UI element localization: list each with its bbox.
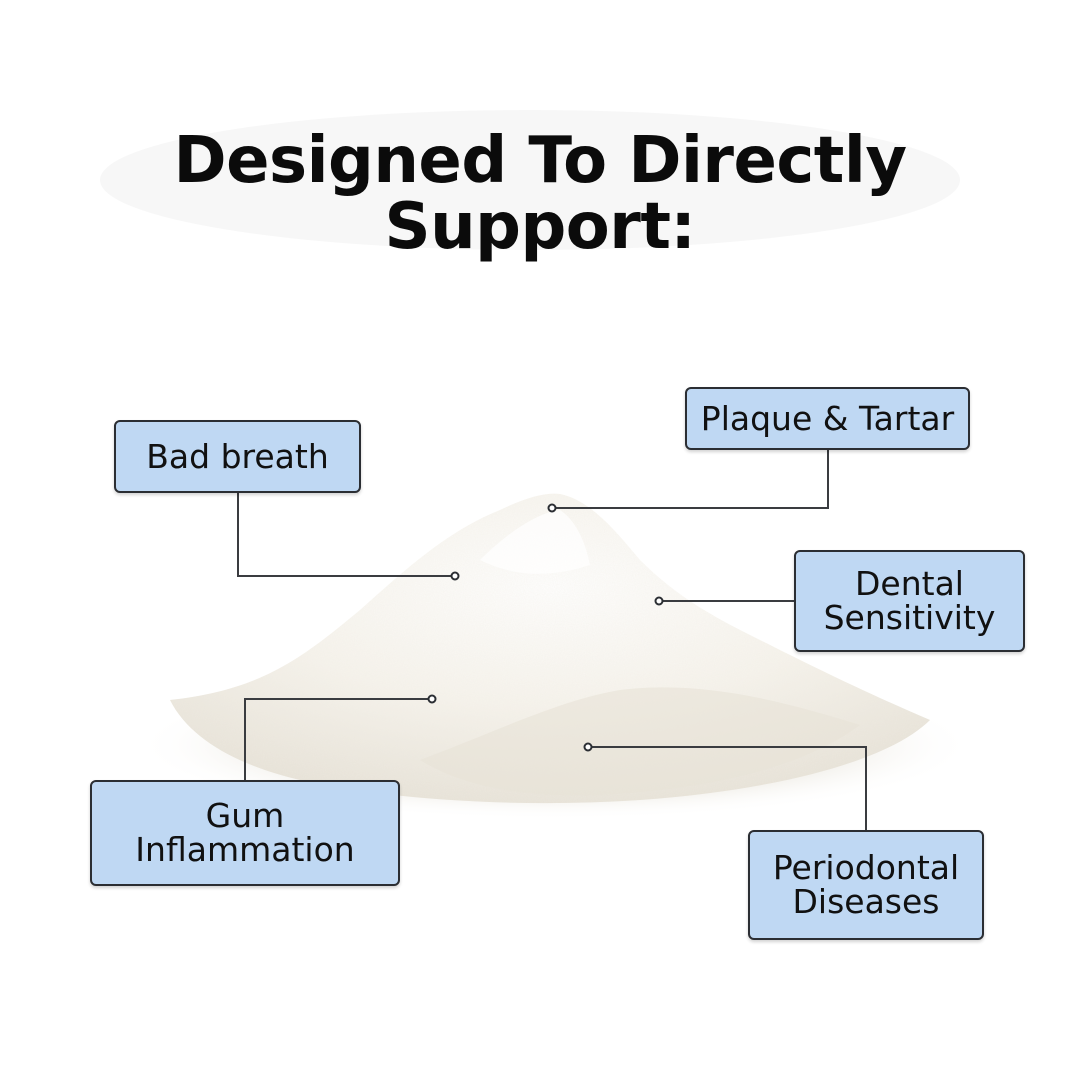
callout-plaque-tartar: Plaque & Tartar [685,387,970,450]
callout-bad-breath: Bad breath [114,420,361,493]
leader-gum-inflammation [244,698,432,780]
callout-gum-inflammation: Gum Inflammation [90,780,400,886]
callout-label-line-1: Dental [855,564,964,603]
leader-periodontal [588,746,867,830]
dot-periodontal [583,742,593,752]
dot-bad-breath [450,571,460,581]
callout-label-line-1: Periodontal [772,848,960,887]
page-title: Designed To Directly Support: [0,128,1080,260]
callout-dental-sensitivity: Dental Sensitivity [794,550,1025,652]
title-line-1: Designed To Directly [173,124,907,198]
leader-lines [237,450,867,830]
title-line-2: Support: [384,190,697,264]
powder-highlight [480,510,590,574]
callout-label-line-2: Inflammation [135,830,355,869]
callout-label-line-2: Sensitivity [823,598,996,637]
leader-bad-breath [237,493,455,577]
callout-label-line-2: Diseases [792,882,940,921]
leader-dots [427,503,664,752]
callout-label: Bad breath [146,436,329,476]
leader-plaque-tartar [552,450,829,509]
callout-label-line-1: Gum [205,796,285,835]
dot-dental-sensitivity [654,596,664,606]
powder-shadow [420,687,860,796]
dot-plaque-tartar [547,503,557,513]
title-haze [100,110,960,250]
dot-gum-inflammation [427,694,437,704]
callout-label: Plaque & Tartar [700,398,955,438]
callout-periodontal-diseases: Periodontal Diseases [748,830,984,940]
